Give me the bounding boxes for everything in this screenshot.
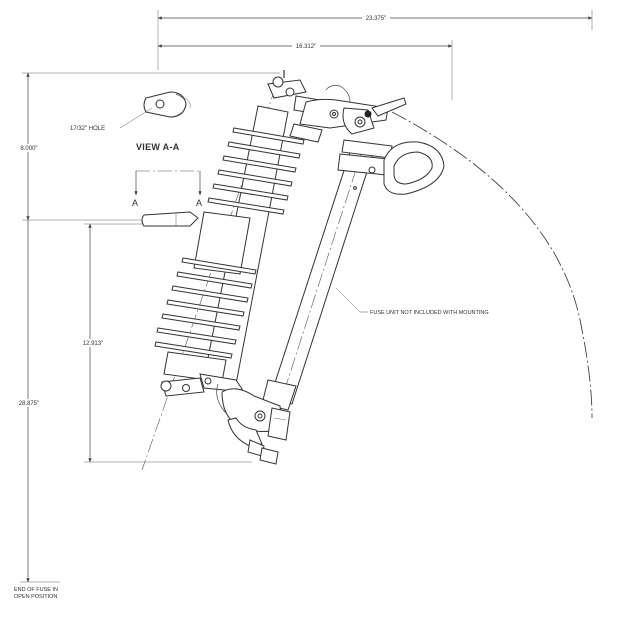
dimension-inner-width: 16.312": [157, 40, 453, 100]
fuse-unit: [261, 139, 445, 411]
overall-width-label: 23.375": [366, 16, 386, 22]
fuse-note-callout: FUSE UNIT NOT INCLUDED WITH MOUNTING: [335, 287, 489, 316]
end-note-line1: END OF FUSE IN: [14, 587, 58, 593]
top-height-label: 8.000": [20, 146, 37, 152]
dimension-total-height: 28.875" END OF FUSE IN OPEN POSITION: [14, 220, 60, 600]
fuse-note-label: FUSE UNIT NOT INCLUDED WITH MOUNTING: [370, 310, 489, 316]
mounting-bracket: [141, 211, 199, 227]
mount-height-label: 12.913": [83, 341, 103, 347]
section-line-a-a: A A: [132, 170, 202, 208]
end-note-line2: OPEN POSITION: [14, 594, 57, 600]
hole-label: 17/32" HOLE: [70, 126, 105, 132]
insulator-skirts-lower: [154, 257, 257, 359]
inner-width-label: 16.312": [296, 44, 316, 50]
bottom-contact-assembly: [160, 373, 291, 465]
view-title: VIEW A-A: [136, 142, 180, 152]
total-height-label: 28.875": [19, 401, 39, 407]
open-position-arc: [391, 111, 593, 419]
top-contact-assembly: [267, 70, 407, 143]
dimension-overall-width: 23.375": [157, 10, 593, 70]
insulator-skirts-upper: [207, 127, 305, 215]
dimension-mount-height: 12.913": [78, 223, 252, 463]
section-label-right: A: [196, 198, 202, 208]
dimension-top-height: 8.000": [14, 72, 280, 221]
view-a-a-detail: 17/32" HOLE VIEW A-A: [70, 91, 191, 152]
insulator-body: [154, 105, 305, 385]
section-label-left: A: [132, 198, 138, 208]
